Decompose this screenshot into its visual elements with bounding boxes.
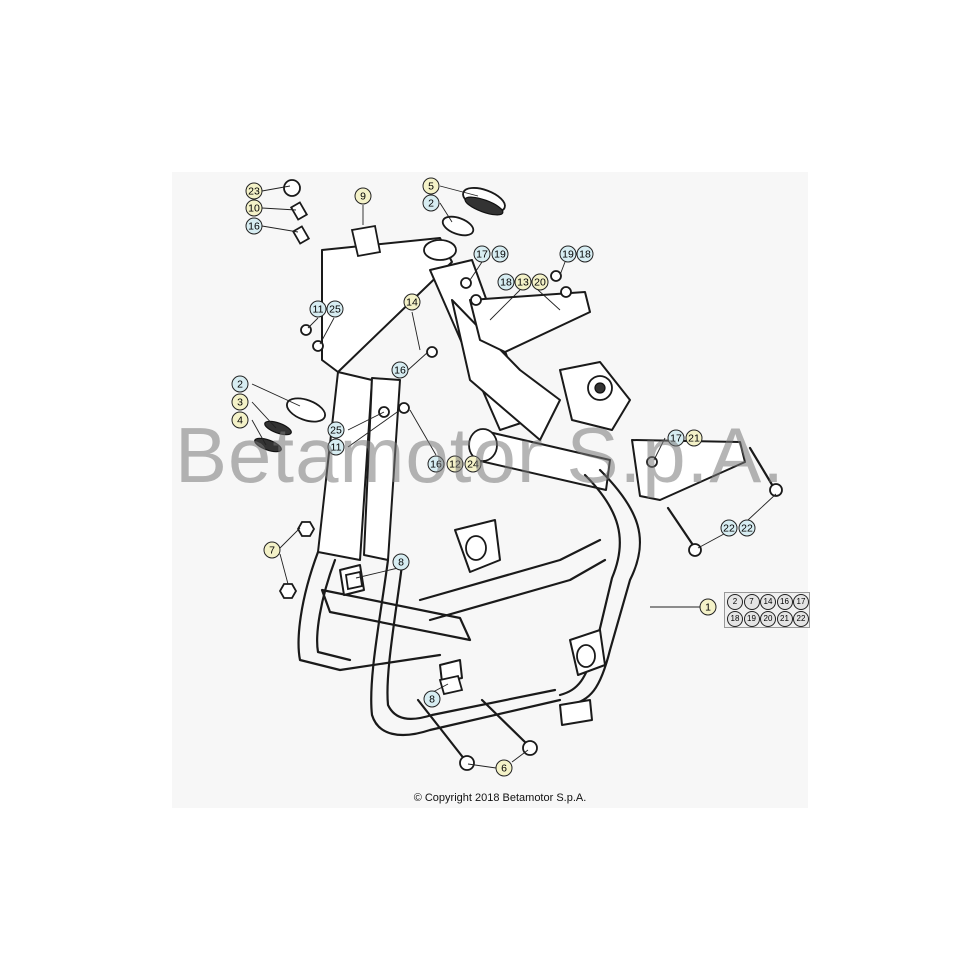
callout-label: 10 (248, 203, 260, 215)
kit-item: 14 (760, 594, 776, 610)
callout-21: 21 (685, 429, 703, 447)
callout-5: 5 (422, 177, 440, 195)
callout-label: 22 (723, 523, 735, 535)
kit-item: 18 (727, 611, 743, 627)
kit-item: 17 (793, 594, 809, 610)
callout-18: 18 (576, 245, 594, 263)
callout-12: 12 (446, 455, 464, 473)
callout-17: 17 (473, 245, 491, 263)
callout-label: 8 (429, 694, 435, 706)
callout-label: 19 (562, 249, 574, 261)
callout-label: 16 (430, 459, 442, 471)
callout-label: 18 (579, 249, 591, 261)
kit-item: 2 (727, 594, 743, 610)
callout-10: 10 (245, 199, 263, 217)
kit-item: 22 (793, 611, 809, 627)
callout-2: 2 (422, 194, 440, 212)
callout-label: 11 (313, 304, 324, 316)
callout-6: 6 (495, 759, 513, 777)
callout-25: 25 (326, 300, 344, 318)
copyright-text: © Copyright 2018 Betamotor S.p.A. (413, 792, 587, 804)
callout-3: 3 (231, 393, 249, 411)
callout-17: 17 (667, 429, 685, 447)
callout-2: 2 (231, 375, 249, 393)
callout-label: 2 (428, 198, 434, 210)
callout-label: 4 (237, 415, 243, 427)
callout-label: 1 (705, 602, 711, 614)
callout-label: 20 (534, 277, 546, 289)
callout-label: 17 (670, 433, 682, 445)
callout-24: 24 (464, 455, 482, 473)
callout-label: 22 (741, 523, 753, 535)
callout-8: 8 (392, 553, 410, 571)
callout-8: 8 (423, 690, 441, 708)
callout-label: 25 (329, 304, 341, 316)
callout-label: 2 (237, 379, 243, 391)
callout-9: 9 (354, 187, 372, 205)
kit-item: 19 (743, 611, 760, 627)
callout-label: 8 (398, 557, 404, 569)
callout-label: 17 (476, 249, 488, 261)
callout-22: 22 (738, 519, 756, 537)
kit-item: 16 (776, 594, 793, 610)
leader-lines (251, 185, 777, 769)
callout-16: 16 (391, 361, 409, 379)
callout-19: 19 (491, 245, 509, 263)
callout-13: 13 (514, 273, 532, 291)
callout-16: 16 (245, 217, 263, 235)
callout-25: 25 (327, 421, 345, 439)
callout-label: 18 (500, 277, 512, 289)
callout-label: 13 (517, 277, 529, 289)
callout-label: 11 (331, 442, 342, 454)
callout-4: 4 (231, 411, 249, 429)
callout-label: 6 (501, 763, 507, 775)
callout-label: 9 (360, 191, 366, 203)
callout-16: 16 (427, 455, 445, 473)
callout-18: 18 (497, 273, 515, 291)
callout-19: 19 (559, 245, 577, 263)
callout-22: 22 (720, 519, 738, 537)
callout-label: 7 (269, 545, 275, 557)
callout-7: 7 (263, 541, 281, 559)
callout-label: 12 (449, 459, 461, 471)
callout-label: 19 (494, 249, 506, 261)
callout-label: 14 (406, 297, 418, 309)
callout-label: 16 (248, 221, 260, 233)
callout-label: 23 (248, 186, 260, 198)
callout-label: 21 (688, 433, 700, 445)
callout-11: 11 (309, 300, 327, 318)
callout-label: 3 (237, 397, 243, 409)
watermark-text: Betamotor S.p.A. (175, 411, 785, 499)
kit-item: 21 (776, 611, 793, 627)
kit-item: 7 (743, 594, 760, 610)
callout-23: 23 (245, 182, 263, 200)
callout-20: 20 (531, 273, 549, 291)
callout-label: 25 (330, 425, 342, 437)
diagram-panel (172, 172, 808, 808)
loose-parts (254, 179, 783, 771)
callout-11: 11 (327, 438, 345, 456)
callout-14: 14 (403, 293, 421, 311)
callout-label: 16 (394, 365, 406, 377)
callout-label: 5 (428, 181, 434, 193)
kit-item: 20 (760, 611, 776, 627)
callout-1: 1 (699, 598, 717, 616)
callout-label: 24 (467, 459, 479, 471)
